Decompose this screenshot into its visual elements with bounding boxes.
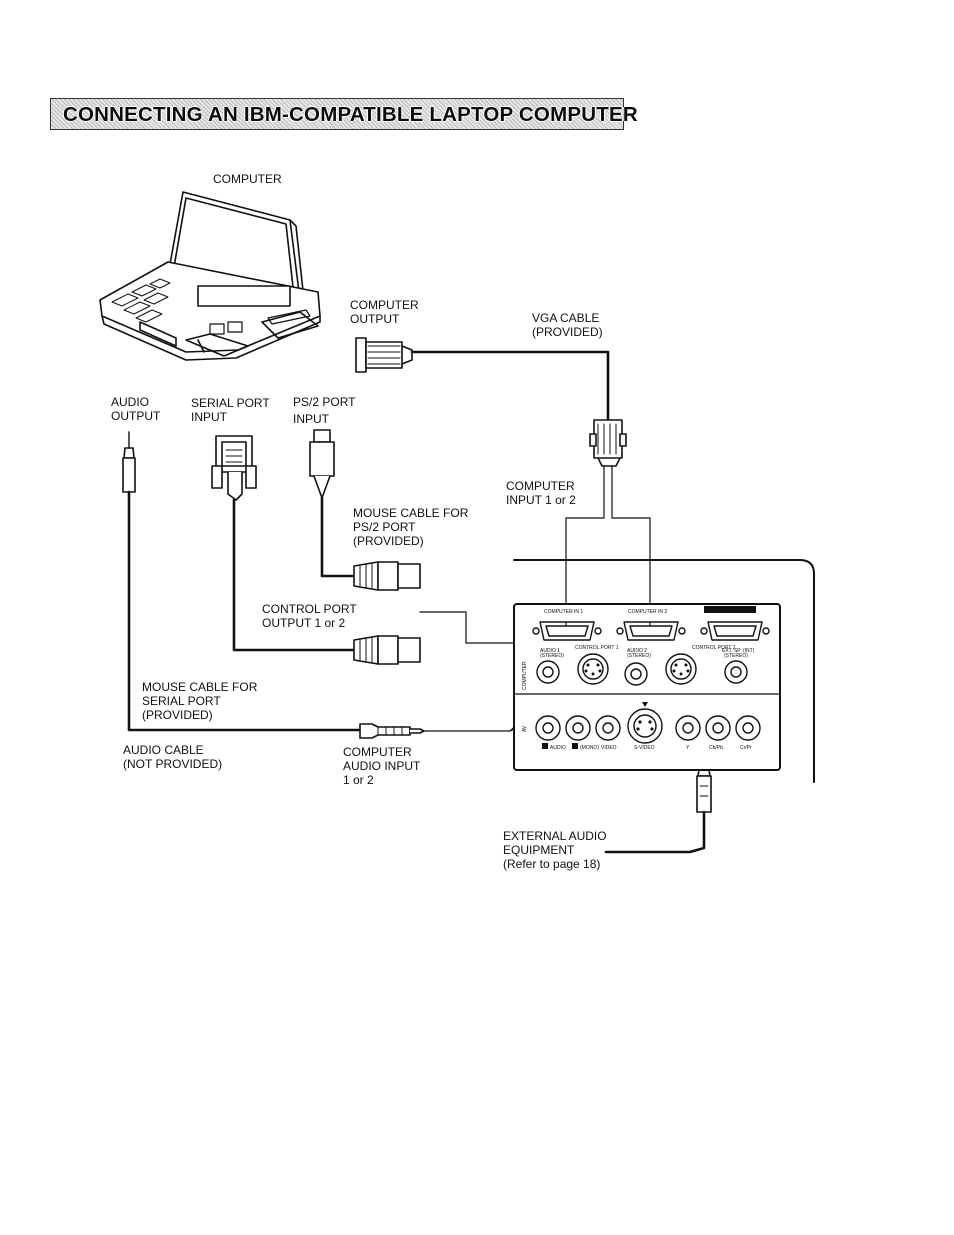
panel-y: Y [686,745,690,751]
panel-av-side: AV [522,725,528,732]
label-external-audio: EXTERNAL AUDIO EQUIPMENT (Refer to page … [503,829,607,871]
panel-ext-sp: EXT. SP [722,648,741,654]
section-title-banner: CONNECTING AN IBM-COMPATIBLE LAPTOP COMP… [50,98,638,130]
label-serial-port-input: SERIAL PORT INPUT [191,396,270,424]
ps2-mouse-cable [309,429,421,591]
label-audio-output: AUDIO OUTPUT [111,395,161,423]
label-control-port-output: CONTROL PORT OUTPUT 1 or 2 [262,602,357,630]
panel-s-video: S-VIDEO [634,745,655,751]
panel-computer-side: COMPUTER [522,661,528,690]
panel-computer-in-2: COMPUTER IN 2 [628,609,667,615]
laptop-illustration [99,191,321,361]
label-ps2-port-input: PS/2 PORT INPUT [293,395,356,426]
panel-audio-1-stereo: (STEREO) [540,653,564,659]
label-vga-cable: VGA CABLE (PROVIDED) [532,311,603,339]
label-mouse-cable-ps2: MOUSE CABLE FOR PS/2 PORT (PROVIDED) [353,506,469,548]
panel-text: COMPUTER IN 1 COMPUTER IN 2 CONTROL PORT… [522,609,755,751]
label-audio-cable: AUDIO CABLE (NOT PROVIDED) [123,743,223,771]
panel-ext-sp-stereo: (STEREO) [724,653,748,659]
label-computer-output: COMPUTER OUTPUT [350,298,419,326]
section-title: CONNECTING AN IBM-COMPATIBLE LAPTOP COMP… [63,103,638,126]
label-computer-audio-input: COMPUTER AUDIO INPUT 1 or 2 [343,745,421,787]
panel-mono: (MONO) [580,745,599,751]
panel-audio-1: AUDIO 1 [540,648,560,654]
panel-audio-2-stereo: (STEREO) [627,653,651,659]
terminal-panel [513,603,781,771]
panel-cb-pb: Cb/Pb [709,745,723,751]
label-computer: COMPUTER [213,172,282,186]
panel-audio: AUDIO [550,745,566,751]
panel-video: VIDEO [601,745,617,751]
vga-cable [355,337,651,623]
panel-ext-sp-sub: (INT) [743,648,755,654]
panel-computer-in-1: COMPUTER IN 1 [544,609,583,615]
label-computer-input: COMPUTER INPUT 1 or 2 [506,479,576,507]
serial-mouse-cable [211,435,549,665]
panel-audio-2: AUDIO 2 [627,648,647,654]
label-mouse-cable-serial: MOUSE CABLE FOR SERIAL PORT (PROVIDED) [142,680,258,722]
panel-control-port-1: CONTROL PORT 1 [575,645,619,651]
panel-control-port-2: CONTROL PORT 2 [692,645,736,651]
panel-cr-pr: Cr/Pr [740,745,752,751]
